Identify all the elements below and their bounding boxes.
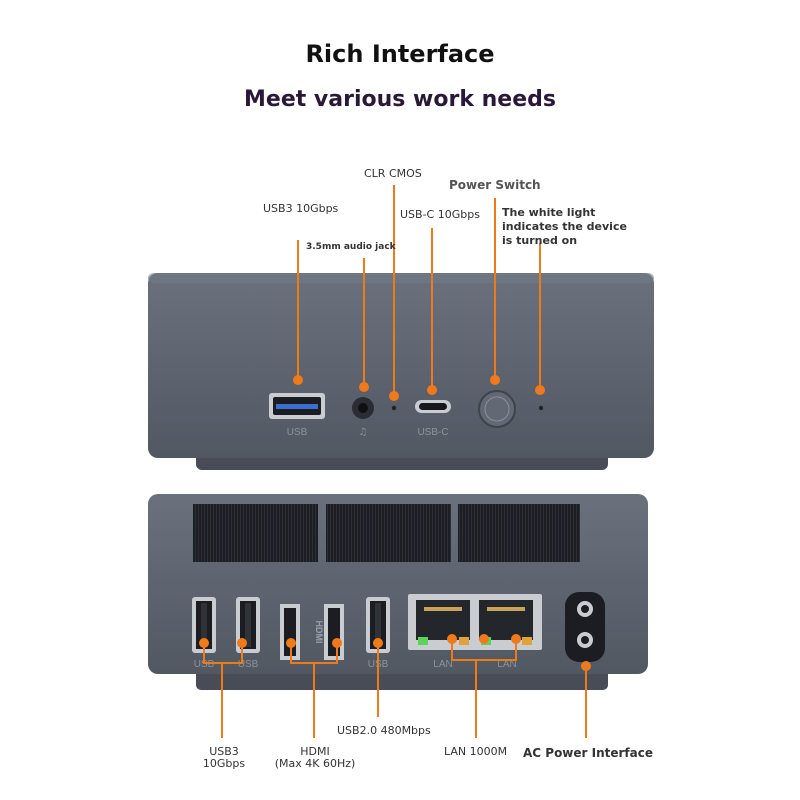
rear-callout-dots xyxy=(199,634,591,671)
power-button xyxy=(478,390,516,428)
printed-usb-1: USB xyxy=(194,659,215,670)
vent-left xyxy=(193,504,318,562)
rear-callout-lines xyxy=(203,640,587,738)
label-clr-cmos: CLR CMOS xyxy=(364,167,422,180)
printed-lan-1: LAN xyxy=(433,659,452,670)
label-power-switch: Power Switch xyxy=(449,178,541,192)
printed-usb-2: USB xyxy=(238,659,259,670)
printed-usbc: USB-C xyxy=(417,427,448,438)
printed-hdmi: HDMI xyxy=(314,621,324,644)
vent-right xyxy=(458,504,580,562)
page-subtitle: Meet various work needs xyxy=(244,87,556,112)
front-usbc-port xyxy=(415,400,451,413)
lan-ports xyxy=(408,594,542,650)
rear-panel: HDMI xyxy=(148,494,648,738)
label-usb3-speed: 10Gbps xyxy=(202,757,246,770)
front-callout-lines xyxy=(297,185,541,395)
clr-cmos-hole xyxy=(391,405,397,411)
front-usb-port xyxy=(269,393,325,419)
label-led-line3: is turned on xyxy=(502,234,578,247)
printed-usb: USB xyxy=(287,427,308,438)
hdmi-port-2 xyxy=(324,604,344,660)
label-ac-power: AC Power Interface xyxy=(523,746,654,760)
audio-jack xyxy=(352,397,374,419)
label-audio-jack: 3.5mm audio jack xyxy=(306,242,396,252)
rear-usb2-port xyxy=(366,597,390,653)
label-lan: LAN 1000M xyxy=(444,745,508,758)
page-title: Rich Interface xyxy=(305,40,495,68)
label-usb3: USB3 xyxy=(209,745,239,758)
ac-power-inlet xyxy=(565,592,605,662)
front-callout-dots xyxy=(293,375,545,401)
headphone-icon: ♫ xyxy=(359,427,368,438)
label-led-line1: The white light xyxy=(502,206,596,219)
rear-usb-port-1 xyxy=(192,597,216,653)
label-hdmi-spec: (Max 4K 60Hz) xyxy=(274,757,356,770)
printed-lan-2: LAN xyxy=(497,659,516,670)
label-hdmi: HDMI xyxy=(300,745,330,758)
power-led xyxy=(538,405,544,411)
front-panel: USB ♫ USB-C xyxy=(148,185,654,470)
label-usb2: USB2.0 480Mbps xyxy=(337,724,431,737)
label-led-line2: indicates the device xyxy=(502,220,627,233)
label-usb3-10gbps: USB3 10Gbps xyxy=(263,202,339,215)
front-case xyxy=(148,273,654,458)
vent-middle xyxy=(326,504,451,562)
label-usbc-10gbps: USB-C 10Gbps xyxy=(400,208,480,221)
